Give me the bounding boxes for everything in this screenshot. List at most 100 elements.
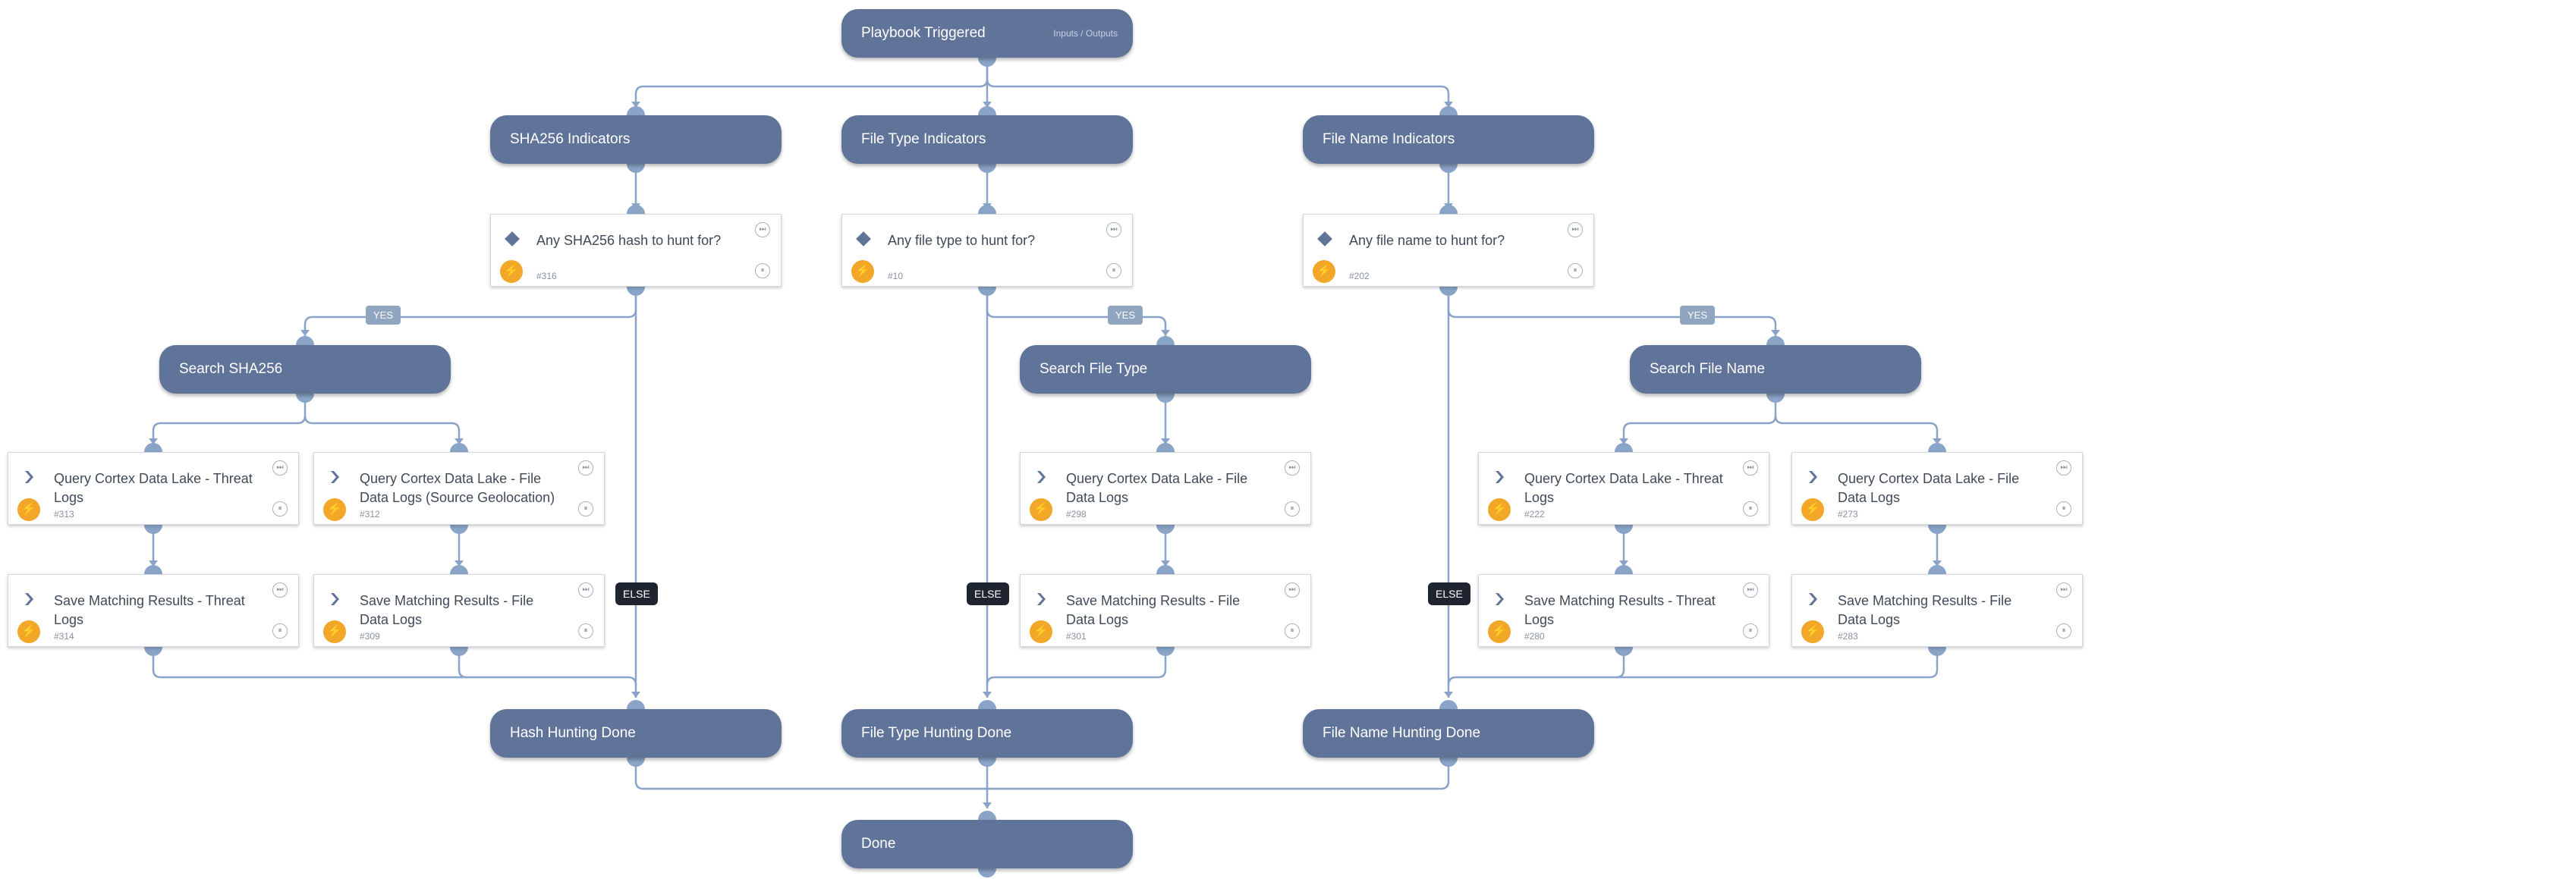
file-name-hunting-done-section[interactable]: File Name Hunting Done <box>1303 709 1594 758</box>
task-save-threat-logs[interactable]: Save Matching Results - Threat Logs #314… <box>8 574 299 647</box>
pause-icon[interactable]: ⏸ <box>578 623 593 639</box>
yes-branch-label[interactable]: YES <box>1680 306 1716 325</box>
pause-icon[interactable]: ⏸ <box>1568 263 1583 278</box>
skip-icon[interactable]: ⏭ <box>1106 222 1121 237</box>
pause-icon[interactable]: ⏸ <box>1285 623 1300 639</box>
skip-icon[interactable]: ⏭ <box>1743 582 1758 598</box>
task-title: Save Matching Results - Threat Logs <box>1524 593 1716 627</box>
else-branch-label[interactable]: ELSE <box>615 582 658 605</box>
hash-hunting-done-section[interactable]: Hash Hunting Done <box>490 709 782 758</box>
section-title: File Type Indicators <box>861 131 986 147</box>
task-title: Save Matching Results - File Data Logs <box>1838 593 2012 627</box>
task-title: Save Matching Results - File Data Logs <box>360 593 534 627</box>
inputs-outputs-link[interactable]: Inputs / Outputs <box>1053 28 1118 39</box>
section-title: File Name Indicators <box>1323 131 1455 147</box>
pause-icon[interactable]: ⏸ <box>272 501 288 516</box>
done-section[interactable]: Done <box>841 820 1133 868</box>
skip-icon[interactable]: ⏭ <box>1743 460 1758 476</box>
task-id: #313 <box>54 509 74 520</box>
skip-icon[interactable]: ⏭ <box>578 582 593 598</box>
pause-icon[interactable]: ⏸ <box>272 623 288 639</box>
yes-branch-label[interactable]: YES <box>366 306 401 325</box>
task-id: #273 <box>1838 509 1858 520</box>
lightning-bolt-icon: ⚡ <box>1030 498 1052 521</box>
lightning-bolt-icon: ⚡ <box>17 498 40 521</box>
lightning-bolt-icon: ⚡ <box>323 620 346 643</box>
lightning-bolt-icon: ⚡ <box>1801 498 1824 521</box>
section-title: File Name Hunting Done <box>1323 725 1481 741</box>
task-query-threat-logs[interactable]: Query Cortex Data Lake - Threat Logs #31… <box>8 452 299 525</box>
diamond-icon <box>505 231 520 246</box>
task-id: #222 <box>1524 509 1545 520</box>
condition-task-file-name[interactable]: Any file name to hunt for? #202 ⚡ ⏭ ⏸ <box>1303 214 1594 287</box>
pause-icon[interactable]: ⏸ <box>2056 623 2071 639</box>
lightning-bolt-icon: ⚡ <box>1313 260 1335 283</box>
search-file-name-section[interactable]: Search File Name <box>1630 345 1921 394</box>
playbook-triggered-node[interactable]: Playbook Triggered Inputs / Outputs <box>841 9 1133 58</box>
pause-icon[interactable]: ⏸ <box>2056 501 2071 516</box>
task-title: Any file name to hunt for? <box>1349 233 1505 248</box>
chevron-right-icon <box>331 593 339 605</box>
lightning-bolt-icon: ⚡ <box>500 260 523 283</box>
section-title: Search File Type <box>1040 361 1148 377</box>
task-id: #314 <box>54 631 74 642</box>
chevron-right-icon <box>25 593 33 605</box>
task-save-file-data-logs[interactable]: Save Matching Results - File Data Logs #… <box>1020 574 1311 647</box>
task-save-threat-logs[interactable]: Save Matching Results - Threat Logs #280… <box>1478 574 1769 647</box>
task-id: #309 <box>360 631 380 642</box>
skip-icon[interactable]: ⏭ <box>1285 582 1300 598</box>
condition-task-file-type[interactable]: Any file type to hunt for? #10 ⚡ ⏭ ⏸ <box>841 214 1133 287</box>
skip-icon[interactable]: ⏭ <box>578 460 593 476</box>
section-title: Search File Name <box>1650 361 1766 377</box>
skip-icon[interactable]: ⏭ <box>272 460 288 476</box>
chevron-right-icon <box>331 471 339 483</box>
task-save-file-data-logs[interactable]: Save Matching Results - File Data Logs #… <box>313 574 605 647</box>
lightning-bolt-icon: ⚡ <box>1801 620 1824 643</box>
pause-icon[interactable]: ⏸ <box>1743 623 1758 639</box>
lightning-bolt-icon: ⚡ <box>323 498 346 521</box>
chevron-right-icon <box>1496 471 1504 483</box>
skip-icon[interactable]: ⏭ <box>755 222 770 237</box>
yes-branch-label[interactable]: YES <box>1108 306 1143 325</box>
pause-icon[interactable]: ⏸ <box>1106 263 1121 278</box>
skip-icon[interactable]: ⏭ <box>1568 222 1583 237</box>
lightning-bolt-icon: ⚡ <box>17 620 40 643</box>
pause-icon[interactable]: ⏸ <box>1285 501 1300 516</box>
task-id: #312 <box>360 509 380 520</box>
diamond-icon <box>1317 231 1332 246</box>
skip-icon[interactable]: ⏭ <box>272 582 288 598</box>
node-title: Playbook Triggered <box>861 25 986 41</box>
pause-icon[interactable]: ⏸ <box>755 263 770 278</box>
search-file-type-section[interactable]: Search File Type <box>1020 345 1311 394</box>
condition-task-sha256[interactable]: Any SHA256 hash to hunt for? #316 ⚡ ⏭ ⏸ <box>490 214 782 287</box>
task-title: Query Cortex Data Lake - File Data Logs <box>1838 471 2020 505</box>
section-title: SHA256 Indicators <box>510 131 631 147</box>
task-query-threat-logs[interactable]: Query Cortex Data Lake - Threat Logs #22… <box>1478 452 1769 525</box>
chevron-right-icon <box>1809 471 1817 483</box>
sha256-indicators-section[interactable]: SHA256 Indicators <box>490 115 782 164</box>
else-branch-label[interactable]: ELSE <box>1428 582 1470 605</box>
skip-icon[interactable]: ⏭ <box>1285 460 1300 476</box>
task-title: Any file type to hunt for? <box>888 233 1036 248</box>
skip-icon[interactable]: ⏭ <box>2056 460 2071 476</box>
file-type-hunting-done-section[interactable]: File Type Hunting Done <box>841 709 1133 758</box>
skip-icon[interactable]: ⏭ <box>2056 582 2071 598</box>
chevron-right-icon <box>25 471 33 483</box>
section-title: Search SHA256 <box>179 361 283 377</box>
pause-icon[interactable]: ⏸ <box>578 501 593 516</box>
task-id: #283 <box>1838 631 1858 642</box>
search-sha256-section[interactable]: Search SHA256 <box>159 345 451 394</box>
task-query-file-data-logs-geolocation[interactable]: Query Cortex Data Lake - File Data Logs … <box>313 452 605 525</box>
task-query-file-data-logs[interactable]: Query Cortex Data Lake - File Data Logs … <box>1791 452 2083 525</box>
task-save-file-data-logs[interactable]: Save Matching Results - File Data Logs #… <box>1791 574 2083 647</box>
task-id: #280 <box>1524 631 1545 642</box>
lightning-bolt-icon: ⚡ <box>1488 498 1511 521</box>
pause-icon[interactable]: ⏸ <box>1743 501 1758 516</box>
file-name-indicators-section[interactable]: File Name Indicators <box>1303 115 1594 164</box>
else-branch-label[interactable]: ELSE <box>967 582 1009 605</box>
file-type-indicators-section[interactable]: File Type Indicators <box>841 115 1133 164</box>
task-query-file-data-logs[interactable]: Query Cortex Data Lake - File Data Logs … <box>1020 452 1311 525</box>
task-title: Query Cortex Data Lake - File Data Logs … <box>360 471 555 505</box>
lightning-bolt-icon: ⚡ <box>1488 620 1511 643</box>
task-id: #10 <box>888 271 904 281</box>
